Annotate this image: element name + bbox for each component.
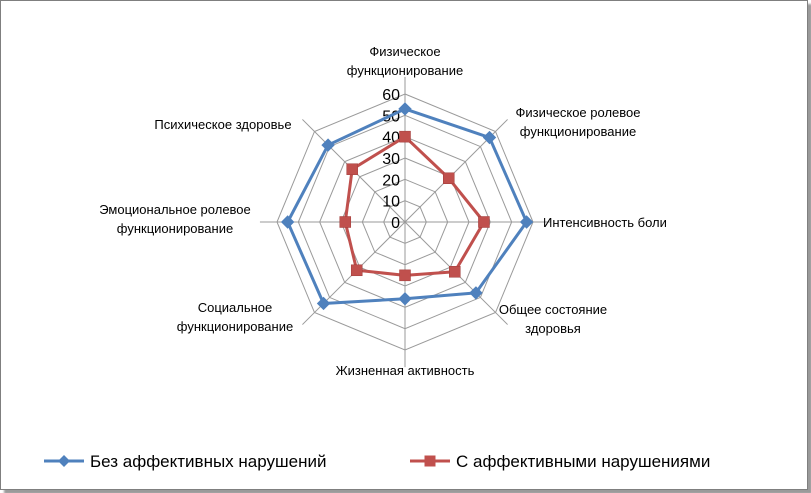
legend-entry-1: Без аффективных нарушений [44, 452, 327, 471]
data-point [478, 216, 490, 228]
legend: Без аффективных нарушений С аффективными … [44, 452, 710, 471]
series-1 [280, 102, 534, 311]
data-point [398, 292, 412, 306]
tick-label: 60 [382, 87, 400, 104]
tick-label: 30 [382, 151, 400, 168]
category-label: Жизненная активность [336, 363, 475, 378]
legend-marker [424, 455, 436, 467]
data-point [399, 269, 411, 282]
data-point [519, 215, 534, 229]
data-point [398, 102, 412, 116]
series-2 [339, 130, 490, 282]
data-series [280, 102, 534, 311]
legend-label: С аффективными нарушениями [456, 452, 710, 471]
radar-grid [259, 76, 551, 368]
data-point [346, 163, 358, 175]
data-point [449, 266, 461, 278]
category-label: Психическое здоровье [154, 117, 291, 132]
data-point [399, 130, 411, 143]
tick-label: 10 [382, 194, 400, 211]
data-point [316, 296, 331, 311]
data-point [442, 172, 455, 185]
legend-entry-2: С аффективными нарушениями [410, 452, 710, 471]
tick-label: 20 [382, 172, 400, 189]
data-point [482, 130, 497, 145]
tick-label: 0 [391, 215, 400, 232]
category-label: Интенсивность боли [543, 215, 667, 230]
legend-label: Без аффективных нарушений [90, 452, 327, 471]
legend-marker [58, 455, 70, 467]
data-point [280, 215, 295, 229]
data-point [350, 264, 363, 277]
data-point [469, 286, 483, 300]
series-line [343, 135, 486, 277]
data-point [339, 216, 352, 228]
data-point [321, 138, 335, 152]
